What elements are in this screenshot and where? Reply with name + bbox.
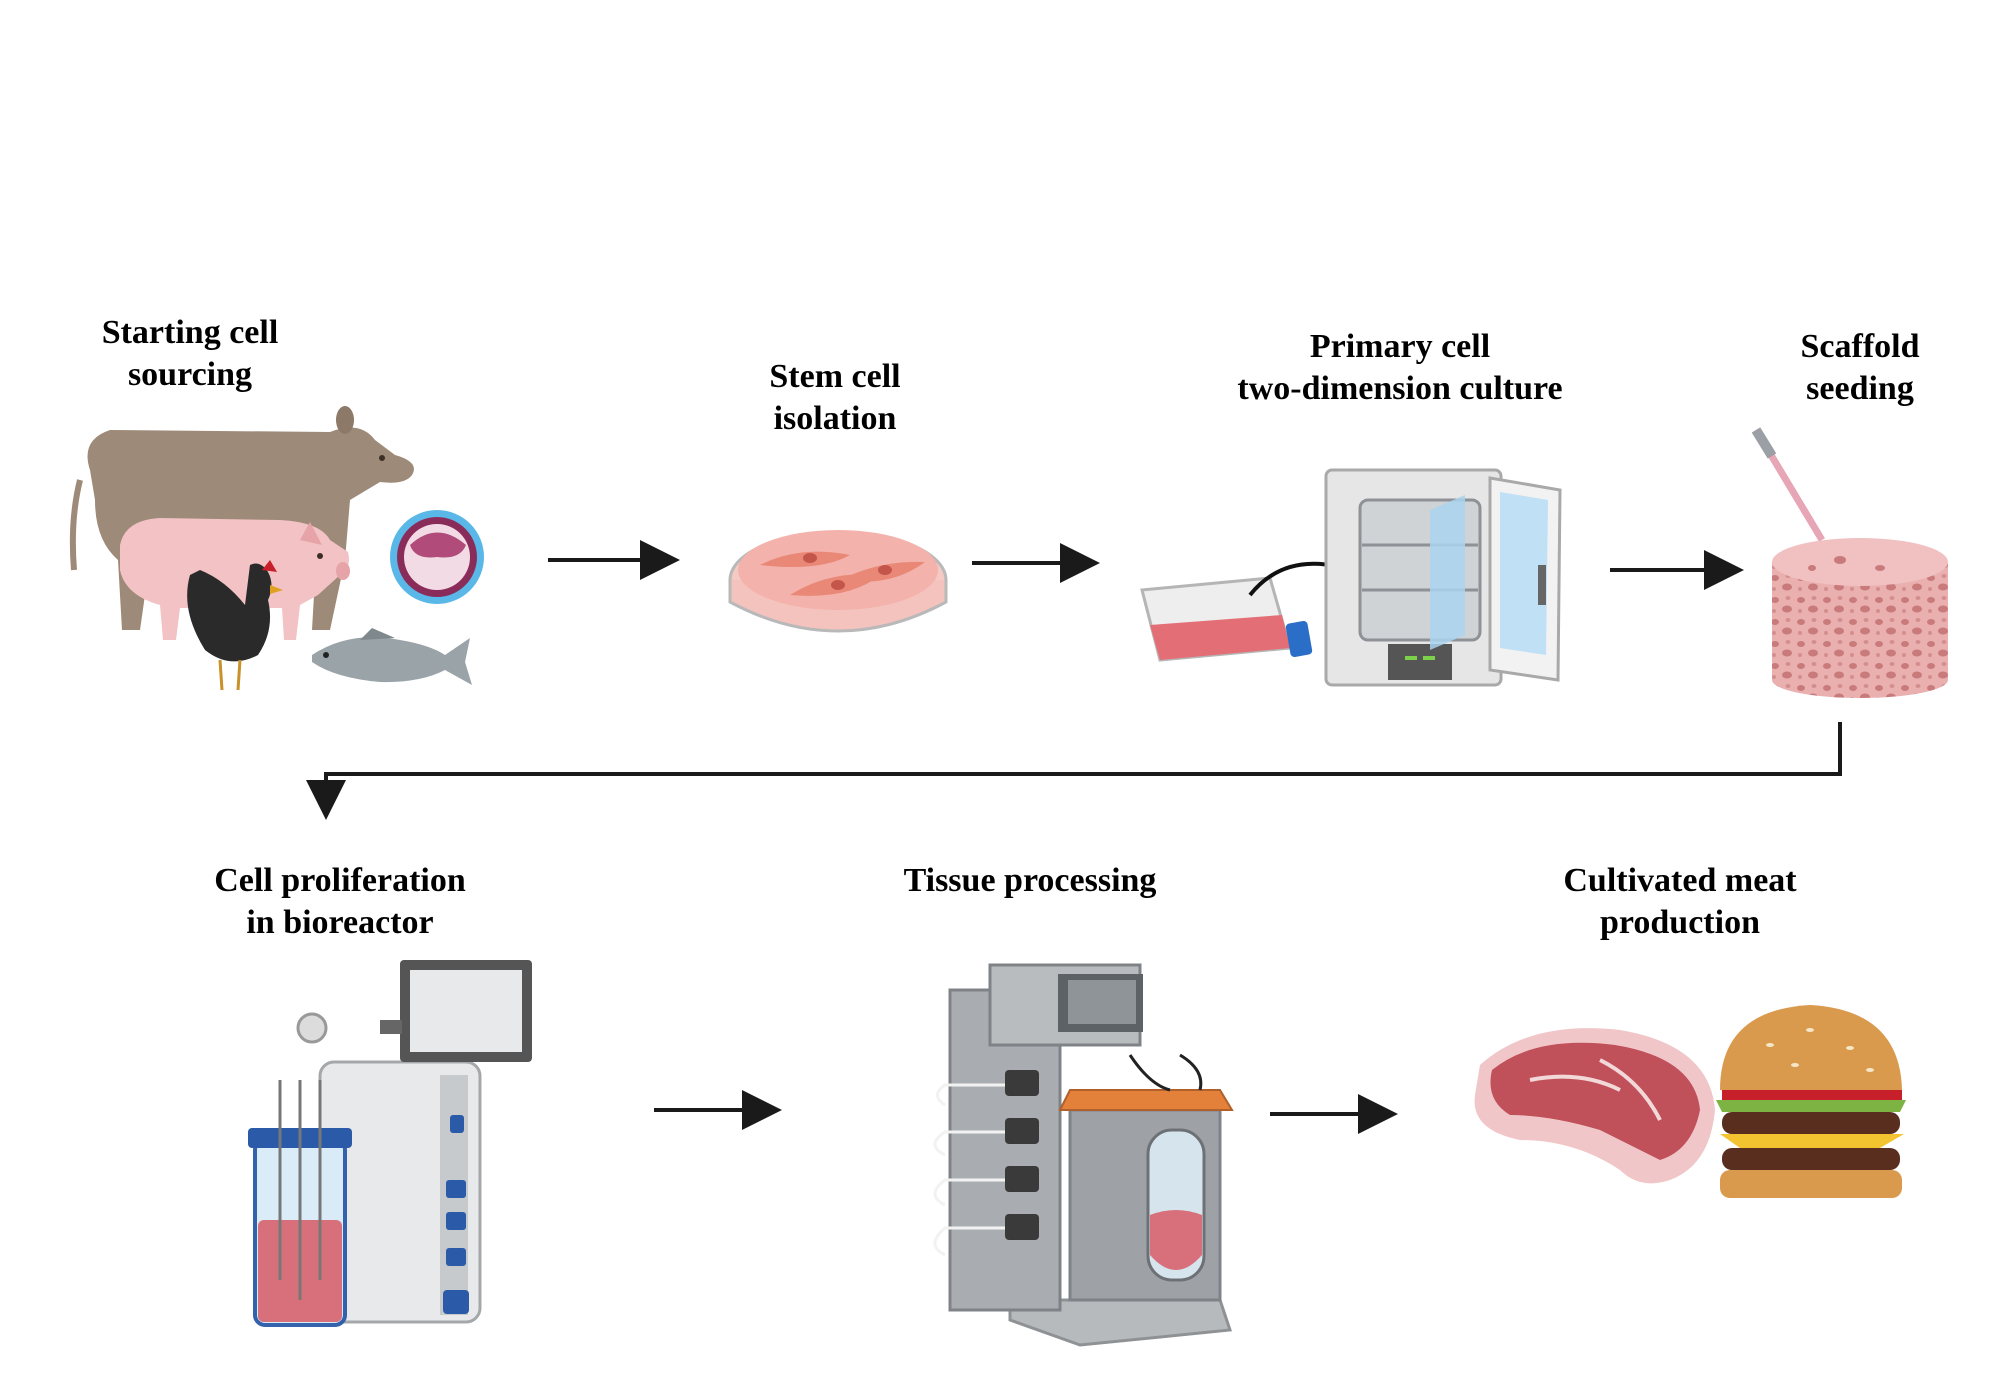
step-label-proliferation-line1: Cell proliferation: [214, 862, 466, 899]
step-label-production: Cultivated meat production: [1540, 860, 1820, 944]
arrow-seeding-to-proliferation: [306, 722, 1842, 820]
fish-icon: [312, 628, 472, 685]
scaffold-icon: [1772, 538, 1948, 698]
bioreactor-icon: [248, 960, 532, 1327]
step-label-seeding: Scaffold seeding: [1770, 326, 1950, 410]
step-label-sourcing: Starting cell sourcing: [60, 312, 320, 396]
petri-dish-icon: [728, 530, 948, 633]
step-label-culture-line1: Primary cell: [1309, 328, 1491, 365]
culture-flask-icon: [1140, 576, 1313, 662]
step-label-processing-line1: Tissue processing: [903, 862, 1157, 899]
tissue-processing-machine-icon: [933, 963, 1234, 1347]
step-label-isolation-line2: isolation: [773, 400, 897, 437]
animals-illustration: [69, 406, 484, 691]
incubator-icon: [1324, 468, 1562, 687]
step-label-production-line1: Cultivated meat: [1563, 862, 1797, 899]
pipette-icon: [1751, 427, 1826, 542]
pump-heads: [1005, 1070, 1039, 1240]
pig-icon: [120, 518, 350, 640]
step-label-sourcing-line2: sourcing: [127, 356, 253, 393]
step-label-isolation: Stem cell isolation: [720, 356, 950, 440]
step-label-proliferation: Cell proliferation in bioreactor: [180, 860, 500, 944]
flow-arrows: [306, 540, 1842, 1134]
step-label-isolation-line1: Stem cell: [769, 358, 901, 395]
steak-icon: [1474, 1028, 1715, 1184]
chicken-icon: [187, 560, 283, 691]
step-label-production-line2: production: [1600, 904, 1760, 941]
step-label-culture-line2: two-dimension culture: [1237, 370, 1563, 407]
step-label-processing: Tissue processing: [870, 860, 1190, 902]
blastocyst-icon: [390, 510, 484, 604]
step-label-seeding-line1: Scaffold: [1800, 328, 1920, 365]
step-label-sourcing-line1: Starting cell: [101, 314, 279, 351]
step-label-culture: Primary cell two-dimension culture: [1200, 326, 1600, 410]
burger-icon: [1716, 1005, 1906, 1198]
step-label-proliferation-line2: in bioreactor: [246, 904, 434, 941]
step-label-seeding-line2: seeding: [1806, 370, 1914, 407]
